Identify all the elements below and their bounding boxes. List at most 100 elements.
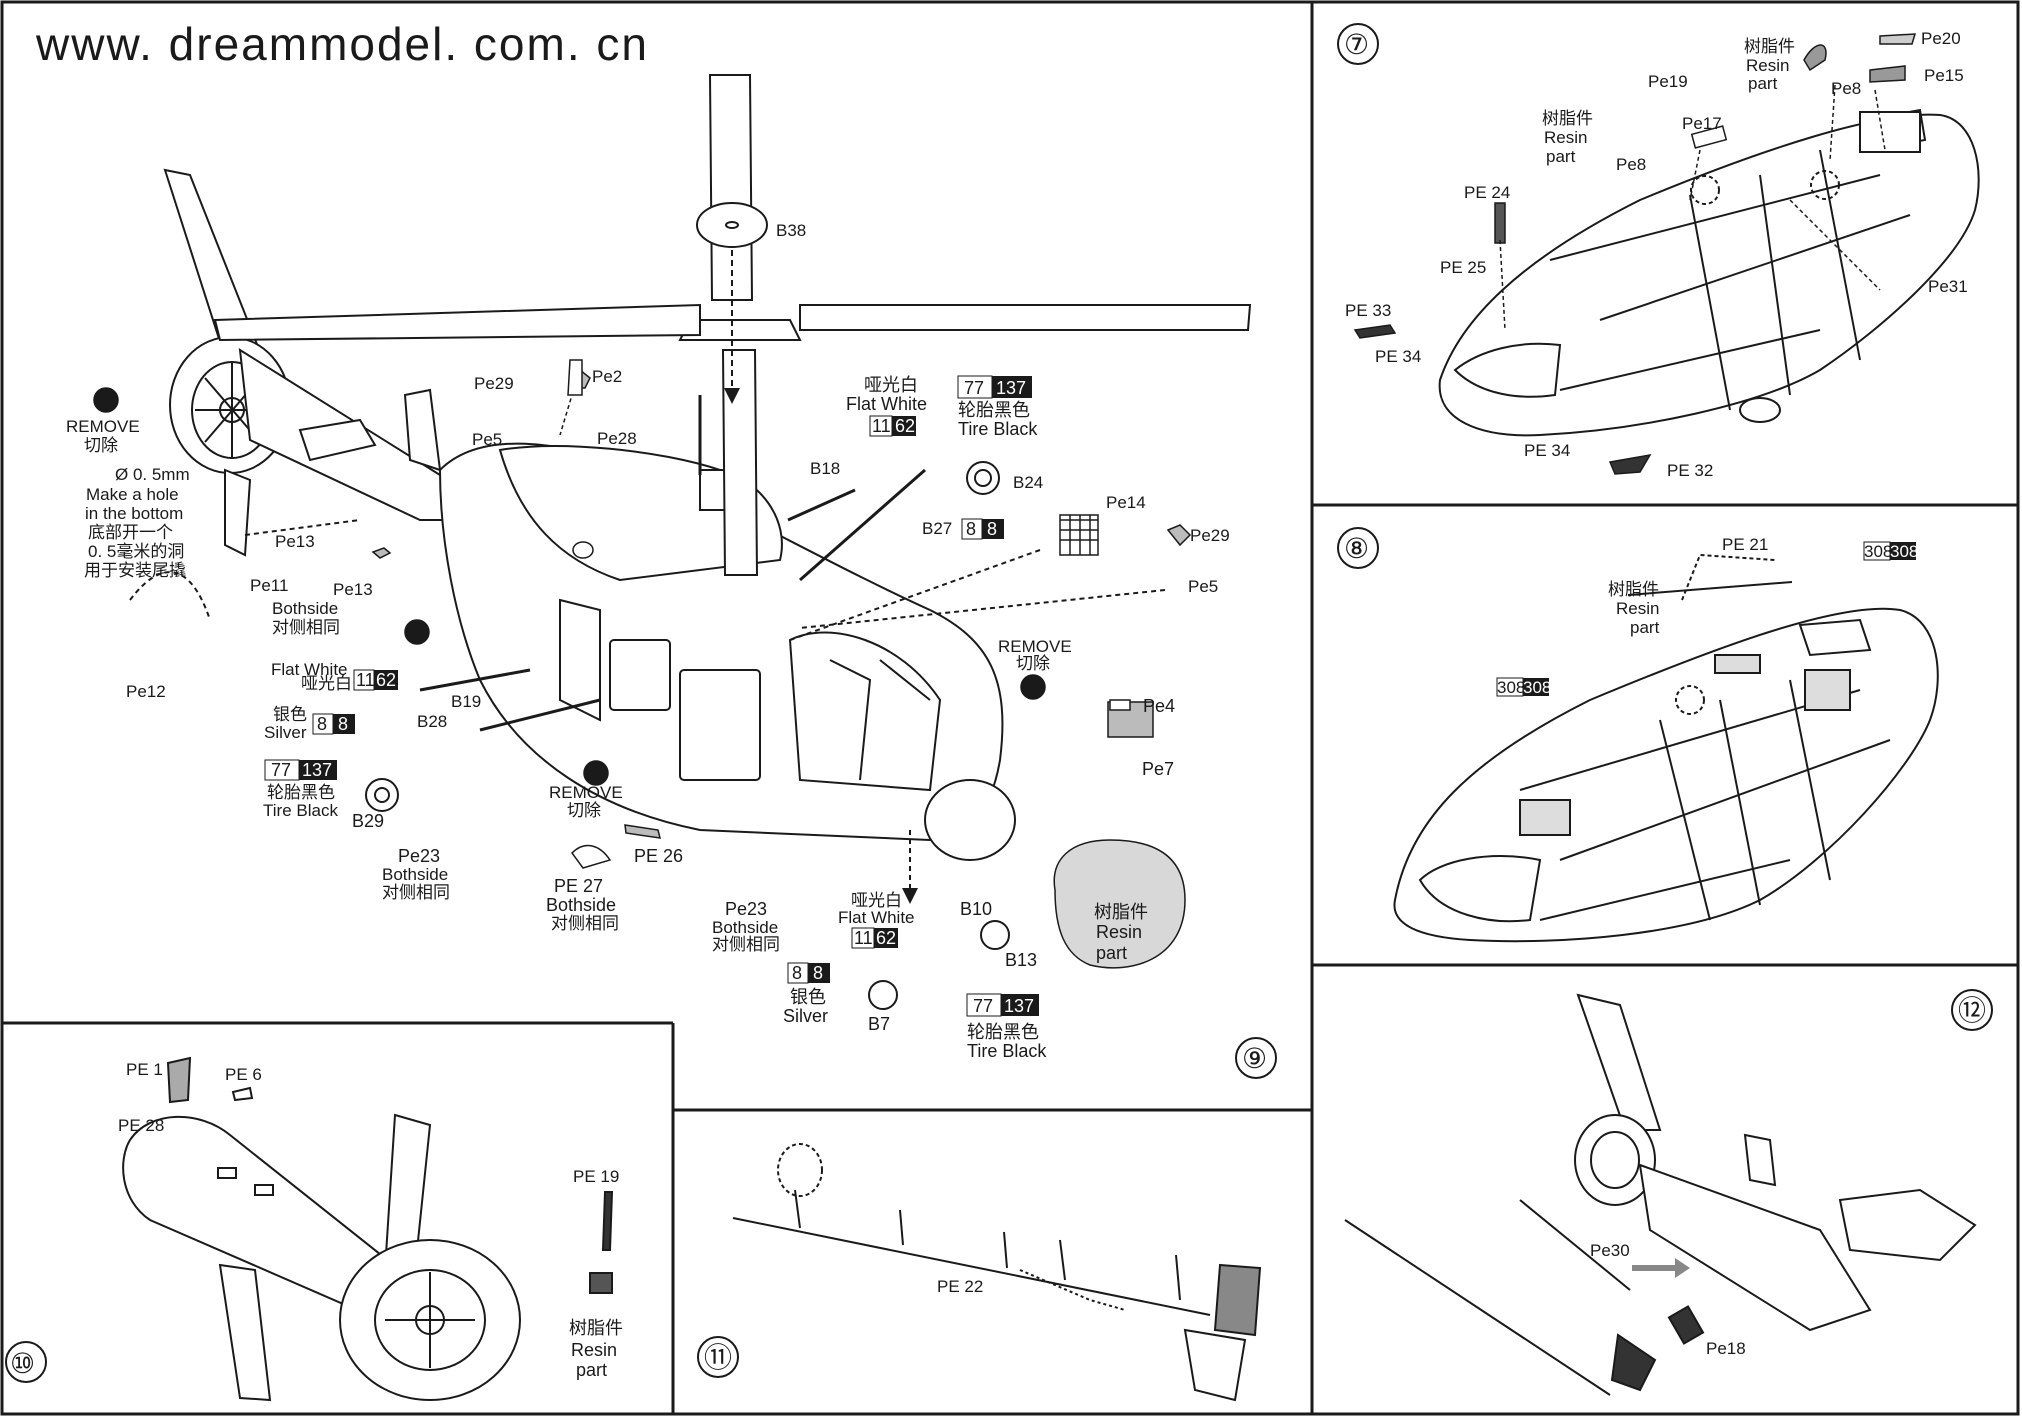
code-8-nose-b: 8	[813, 963, 823, 983]
swatch-62	[892, 416, 916, 436]
step8-fuselage	[1393, 553, 1939, 943]
label-tire-left-cn: 轮胎黑色	[267, 783, 335, 802]
s12-pe18: Pe18	[1706, 1339, 1746, 1358]
label-b19: B19	[451, 692, 481, 711]
label-pe7: Pe7	[1142, 759, 1174, 779]
s8-pe21: PE 21	[1722, 535, 1768, 554]
label-pe29: Pe29	[474, 374, 514, 393]
label-pe11: Pe11	[250, 576, 288, 595]
swatch-62-nose	[874, 928, 898, 948]
label-b29: B29	[352, 811, 384, 831]
label-b24: B24	[1013, 473, 1043, 492]
label-pe4: Pe4	[1143, 696, 1175, 716]
label-tire-en: Tire Black	[958, 419, 1038, 439]
label-b18: B18	[810, 459, 840, 478]
step10-tail	[122, 1056, 614, 1402]
code-8a: 8	[966, 519, 976, 539]
code-62-nose: 62	[876, 928, 896, 948]
s7-pe33: PE 33	[1345, 301, 1391, 320]
label-b7: B7	[868, 1014, 890, 1034]
step11-number: ⑪	[704, 1342, 732, 1373]
label-b10: B10	[960, 899, 992, 919]
label-pe28: Pe28	[597, 429, 637, 448]
code-62: 62	[895, 416, 915, 436]
s7-resin2-cn: 树脂件	[1542, 109, 1593, 128]
label-pe29-right: Pe29	[1190, 526, 1230, 545]
s10-resin-cn: 树脂件	[569, 1318, 623, 1338]
label-silver-en: Silver	[264, 723, 307, 742]
s8-code-b: 308	[1890, 542, 1918, 561]
step7-labels: 树脂件 Resin part Pe20 Pe15 Pe19 Pe8 Pe17 树…	[1345, 29, 1968, 480]
label-remove2-en: REMOVE	[549, 783, 623, 802]
step12-arrow	[1632, 1258, 1690, 1278]
code-11-left: 11	[356, 670, 375, 690]
s7-pe31: Pe31	[1928, 277, 1968, 296]
s8-code-d: 308	[1523, 678, 1551, 697]
s7-pe20: Pe20	[1921, 29, 1961, 48]
s10-resin-en1: Resin	[571, 1340, 617, 1360]
s10-pe1: PE 1	[126, 1060, 163, 1079]
s10-resin-en2: part	[576, 1360, 607, 1380]
label-resin-en1: Resin	[1096, 922, 1142, 942]
code-8-left-a: 8	[317, 714, 327, 734]
s10-pe6: PE 6	[225, 1065, 262, 1084]
label-resin-cn: 树脂件	[1094, 902, 1148, 922]
swatch-137-nose	[1001, 994, 1039, 1016]
label-pe27-en: Bothside	[546, 895, 616, 915]
label-resin-en2: part	[1096, 943, 1127, 963]
swatch-137	[992, 376, 1032, 398]
label-hole3: in the bottom	[85, 504, 183, 523]
s7-pe19: Pe19	[1648, 72, 1688, 91]
s7-pe34b: PE 34	[1524, 441, 1570, 460]
s8-resin-en1: Resin	[1616, 599, 1659, 618]
step11-badge	[697, 1336, 739, 1378]
code-137: 137	[996, 378, 1026, 398]
label-hole6: 用于安装尾撬	[84, 561, 186, 580]
step9-number: ⑨	[1242, 1043, 1267, 1074]
step10-number: ⑩	[10, 1348, 35, 1379]
step10-labels: PE 1 PE 6 PE 28 PE 19 树脂件 Resin part	[118, 1060, 623, 1380]
label-silver2-cn: 银色	[790, 987, 826, 1007]
s7-resin-en1: Resin	[1746, 56, 1789, 75]
s12-pe30: Pe30	[1590, 1241, 1630, 1260]
step8-labels: PE 21 308 308 308 308 树脂件 Resin part	[1496, 535, 1918, 697]
step8-badge	[1337, 527, 1379, 569]
label-silver2-en: Silver	[783, 1006, 828, 1026]
code-62-left: 62	[376, 670, 396, 690]
label-tire2-cn: 轮胎黑色	[967, 1022, 1039, 1042]
code-77: 77	[964, 378, 984, 398]
s7-pe25: PE 25	[1440, 258, 1486, 277]
code-137-nose: 137	[1004, 996, 1034, 1016]
label-hole5: 0. 5毫米的洞	[88, 542, 184, 561]
s10-pe19: PE 19	[573, 1167, 619, 1186]
label-pe13b: Pe13	[333, 580, 373, 599]
label-remove3-cn: 切除	[1016, 654, 1050, 673]
label-fw2-cn: 哑光白	[851, 891, 902, 910]
label-pe23b: Pe23	[725, 899, 767, 919]
label-pe26: PE 26	[634, 846, 683, 866]
label-pe5-right: Pe5	[1188, 577, 1218, 596]
label-bothside-cn: 对侧相同	[272, 618, 340, 637]
swatch-8-nose-b	[808, 963, 830, 983]
step7-badge	[1337, 23, 1379, 65]
swatch-137-left	[299, 760, 337, 780]
s7-pe8b: Pe8	[1616, 155, 1646, 174]
label-pe2: Pe2	[592, 367, 622, 386]
swatch-8-left-b	[333, 714, 355, 734]
label-pe23: Pe23	[398, 846, 440, 866]
code-8b: 8	[987, 519, 997, 539]
step12-badge	[1951, 989, 1993, 1031]
step8-number: ⑧	[1344, 533, 1369, 564]
label-fw-left-cn: 哑光白	[301, 674, 352, 693]
label-bothside-en: Bothside	[272, 599, 338, 618]
s7-pe24: PE 24	[1464, 183, 1510, 202]
label-remove2-cn: 切除	[567, 801, 601, 820]
label-pe12: Pe12	[126, 682, 166, 701]
step12-number: ⑫	[1958, 995, 1986, 1026]
label-pe27-cn: 对侧相同	[551, 914, 619, 933]
label-pe27: PE 27	[554, 876, 603, 896]
label-hole4: 底部开一个	[88, 523, 173, 542]
s7-pe34a: PE 34	[1375, 347, 1421, 366]
